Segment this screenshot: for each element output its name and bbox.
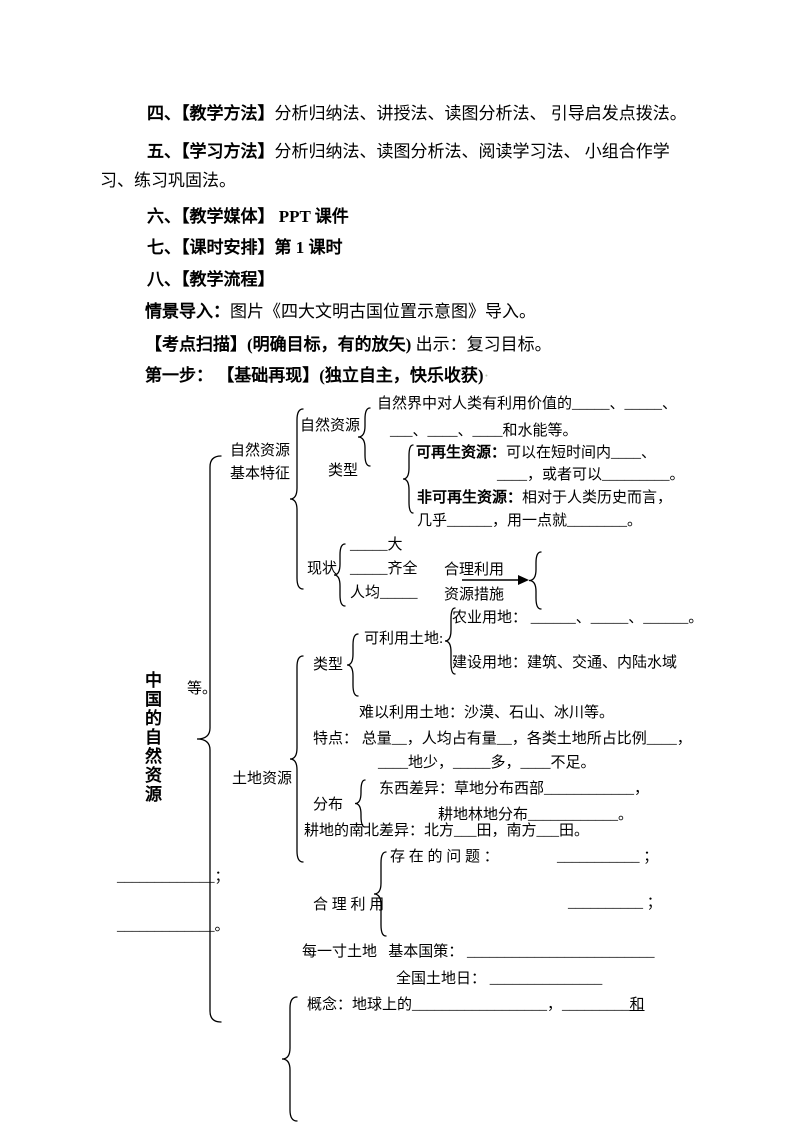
status-item-complete: _____齐全 bbox=[350, 561, 418, 577]
exam-points-text: 出示：复习目标。 bbox=[411, 335, 552, 354]
basic-policy-line: 每一寸土地 基本国策： _________________________ bbox=[302, 944, 655, 960]
problems-blank1: ___________ ； bbox=[557, 849, 659, 865]
type-brace-resources bbox=[402, 444, 414, 514]
scenario-intro-heading: 情景导入： bbox=[145, 302, 230, 321]
measures-label-line2: 资源措施 bbox=[444, 587, 505, 603]
nonrenewable-term: 非可再生资源： bbox=[417, 490, 523, 506]
measures-brace bbox=[528, 551, 542, 610]
north-south-line: 耕地的南北差异：北方___田，南方___田。 bbox=[304, 823, 590, 839]
features-brace bbox=[289, 408, 304, 590]
natres-definition-line1: 自然界中对人类有利用价值的_____、_____、 bbox=[377, 396, 678, 412]
natres-definition-line2: ___、____、____和水能等。 bbox=[390, 423, 578, 439]
learning-methods-wrap-text: 习、练习巩固法。 bbox=[100, 171, 236, 190]
learning-methods-text: 分析归纳法、读图分析法、阅读学习法、 小组合作学 bbox=[274, 142, 670, 161]
teaching-methods-heading: 四、【教学方法】 bbox=[147, 104, 275, 123]
learning-methods-heading: 五、【学习方法】 bbox=[147, 142, 275, 161]
learning-methods-line: 五、【学习方法】分析归纳法、读图分析法、阅读学习法、 小组合作学 bbox=[147, 142, 670, 162]
nonrenewable-line2: 几乎______，用一点就________。 bbox=[417, 513, 643, 529]
status-item-large: _____大 bbox=[350, 537, 403, 553]
type-label-land: 类型 bbox=[313, 657, 344, 673]
etc-label: 等。 bbox=[187, 681, 218, 697]
national-land-day-line: 全国土地日： _______________ bbox=[396, 971, 603, 987]
arrow-right-icon bbox=[462, 575, 529, 585]
teaching-media-heading: 六、【教学媒体】 PPT 课件 bbox=[147, 207, 349, 226]
scenario-intro-text: 图片《四大文明古国位置示意图》导入。 bbox=[230, 302, 536, 321]
east-west-line2: 耕地林地分布____________。 bbox=[438, 807, 634, 823]
concept-tail: 和 bbox=[629, 997, 645, 1013]
distribution-brace bbox=[354, 779, 366, 828]
renewable-text: 可以在短时间内____、 bbox=[506, 445, 657, 461]
stray-dot: · bbox=[483, 366, 490, 385]
type-label-resources: 类型 bbox=[328, 463, 359, 479]
usable-land-brace bbox=[444, 607, 456, 675]
root-brace bbox=[196, 455, 222, 1023]
teaching-media-line: 六、【教学媒体】 PPT 课件 bbox=[147, 207, 349, 227]
exam-points-line: 【考点扫描】(明确目标，有的放矢) 出示：复习目标。 bbox=[145, 335, 552, 355]
nonrenewable-line1: 非可再生资源：相对于人类历史而言， bbox=[417, 490, 672, 507]
concept-line: 概念：地球上的__________________，_________和 bbox=[307, 997, 645, 1014]
natural-resources-brace bbox=[357, 407, 371, 467]
land-resources-brace bbox=[289, 655, 304, 863]
scenario-intro-line: 情景导入：图片《四大文明古国位置示意图》导入。 bbox=[145, 302, 536, 322]
teaching-methods-line: 四、【教学方法】分析归纳法、讲授法、读图分析法、 引导启发点拨法。 bbox=[147, 104, 687, 124]
status-item-percapita: 人均_____ bbox=[350, 585, 418, 601]
status-brace bbox=[333, 543, 346, 607]
problems-blank2: __________ ； bbox=[568, 895, 662, 911]
renewable-term: 可再生资源： bbox=[416, 445, 507, 461]
agricultural-land-line: 农业用地： ______、_____、______。 bbox=[452, 610, 704, 626]
natural-resources-label: 自然资源 bbox=[300, 418, 361, 434]
step-one-line: 第一步： 【基础再现】(独立自主，快乐收获)· bbox=[145, 366, 489, 386]
features-label: 自然资源 基本特征 bbox=[230, 443, 291, 482]
traits-line1: 特点： 总量__，人均占有量__，各类土地所占比例____， bbox=[313, 731, 692, 747]
traits-line2: ____地少，_____多，____不足。 bbox=[378, 755, 596, 771]
root-label: 中国的自然资源 bbox=[142, 671, 161, 804]
left-blank-period: _____________。 bbox=[117, 918, 230, 934]
nonrenewable-text: 相对于人类历史而言， bbox=[522, 490, 673, 506]
teaching-process-heading: 八、【教学流程】 bbox=[147, 270, 275, 289]
type-brace-land bbox=[346, 633, 359, 697]
concept-brace bbox=[281, 996, 298, 1122]
distribution-label: 分布 bbox=[313, 797, 344, 813]
teaching-methods-text: 分析归纳法、讲授法、读图分析法、 引导启发点拨法。 bbox=[274, 104, 687, 123]
problems-label: 存 在 的 问 题 ： bbox=[390, 849, 499, 865]
hard-to-use-land-line: 难以利用土地：沙漠、石山、冰川等。 bbox=[359, 705, 615, 721]
step-one-heading: 第一步： 【基础再现】(独立自主，快乐收获) bbox=[145, 366, 484, 385]
teaching-process-line: 八、【教学流程】 bbox=[147, 270, 275, 290]
concept-text: 概念：地球上的__________________，_________ bbox=[307, 997, 630, 1013]
measures-label-line1: 合理利用 bbox=[444, 562, 505, 578]
renewable-line1: 可再生资源：可以在短时间内____、 bbox=[416, 445, 656, 462]
exam-points-heading: 【考点扫描】(明确目标，有的放矢) bbox=[145, 335, 412, 354]
east-west-line: 东西差异：草地分布西部____________， bbox=[379, 781, 650, 797]
class-schedule-line: 七、【课时安排】第 1 课时 bbox=[147, 238, 343, 258]
status-label: 现状 bbox=[307, 561, 338, 577]
learning-methods-wrap-line: 习、练习巩固法。 bbox=[100, 171, 236, 191]
land-resources-label: 土地资源 bbox=[232, 771, 293, 787]
renewable-line2: ____，或者可以_________。 bbox=[497, 467, 685, 483]
left-blank-semicolon: _____________； bbox=[117, 869, 230, 885]
rational-use-brace bbox=[373, 851, 387, 937]
usable-land-label: 可利用土地: bbox=[364, 631, 444, 647]
construction-land-line: 建设用地：建筑、交通、内陆水域 bbox=[452, 655, 678, 671]
class-schedule-heading: 七、【课时安排】第 1 课时 bbox=[147, 238, 343, 257]
